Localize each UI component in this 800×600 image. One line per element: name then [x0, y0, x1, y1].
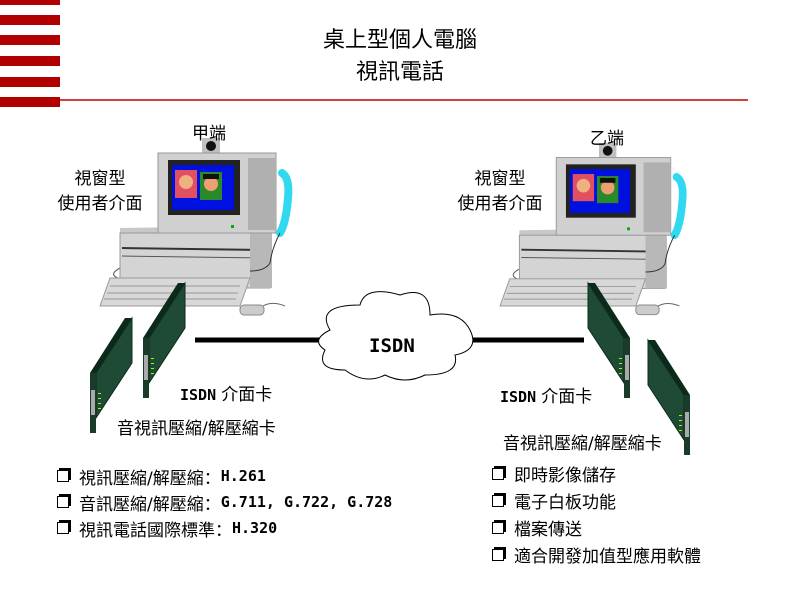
list-item: 視訊電話國際標準：H.320	[55, 515, 392, 541]
feature-label: 即時影像儲存	[514, 466, 616, 486]
list-item: 檔案傳送	[490, 514, 701, 541]
checkbox-bullet-icon	[57, 522, 69, 534]
checkbox-bullet-icon	[492, 494, 504, 507]
left-isdn-card-suffix: 介面卡	[221, 385, 273, 405]
left-ui-label-line2: 使用者介面	[57, 194, 143, 214]
list-item: 音訊壓縮/解壓縮：G.711, G.722, G.728	[55, 489, 392, 515]
title-line-1: 桌上型個人電腦	[322, 28, 477, 53]
features-left-list: 視訊壓縮/解壓縮：H.261 音訊壓縮/解壓縮：G.711, G.722, G.…	[55, 463, 392, 541]
feature-value: G.711, G.722, G.728	[220, 493, 393, 511]
features-right-list: 即時影像儲存 電子白板功能 檔案傳送 適合開發加值型應用軟體	[490, 460, 701, 568]
left-isdn-card-label: ISDN 介面卡	[180, 380, 272, 405]
list-item: 視訊壓縮/解壓縮：H.261	[55, 463, 392, 489]
checkbox-bullet-icon	[492, 467, 504, 480]
right-ui-label: 視窗型 使用者介面	[445, 164, 555, 214]
left-ui-label-line1: 視窗型	[74, 169, 126, 189]
left-isdn-card-prefix: ISDN	[180, 386, 217, 404]
right-isdn-card-prefix: ISDN	[500, 388, 537, 406]
feature-value: H.320	[232, 519, 278, 537]
feature-label: 檔案傳送	[514, 520, 582, 540]
left-ui-label: 視窗型 使用者介面	[45, 164, 155, 214]
isdn-cloud	[318, 291, 474, 381]
feature-label: 視訊壓縮/解壓縮：	[79, 468, 221, 489]
feature-label: 電子白板功能	[514, 493, 616, 513]
left-station-name: 甲端	[192, 124, 226, 144]
right-ui-label-line2: 使用者介面	[457, 194, 543, 214]
list-item: 電子白板功能	[490, 487, 701, 514]
right-ui-label-line1: 視窗型	[474, 169, 526, 189]
isdn-cloud-label: ISDN	[369, 335, 415, 357]
right-codec-card-label: 音視訊壓縮/解壓縮卡	[503, 434, 662, 454]
checkbox-bullet-icon	[57, 496, 69, 508]
list-item: 適合開發加值型應用軟體	[490, 541, 701, 568]
list-item: 即時影像儲存	[490, 460, 701, 487]
right-isdn-card-suffix: 介面卡	[541, 387, 593, 407]
checkbox-bullet-icon	[492, 521, 504, 534]
right-isdn-card-label: ISDN 介面卡	[500, 382, 592, 407]
feature-value: H.261	[220, 467, 266, 485]
feature-label: 音訊壓縮/解壓縮：	[79, 494, 221, 515]
checkbox-bullet-icon	[57, 470, 69, 482]
title-line-2: 視訊電話	[355, 60, 444, 85]
feature-label: 視訊電話國際標準：	[79, 520, 232, 541]
stripes-logo	[0, 0, 60, 107]
right-station-name: 乙端	[590, 129, 624, 149]
checkbox-bullet-icon	[492, 548, 504, 561]
feature-label: 適合開發加值型應用軟體	[514, 547, 701, 567]
left-codec-card-label: 音視訊壓縮/解壓縮卡	[117, 419, 276, 439]
